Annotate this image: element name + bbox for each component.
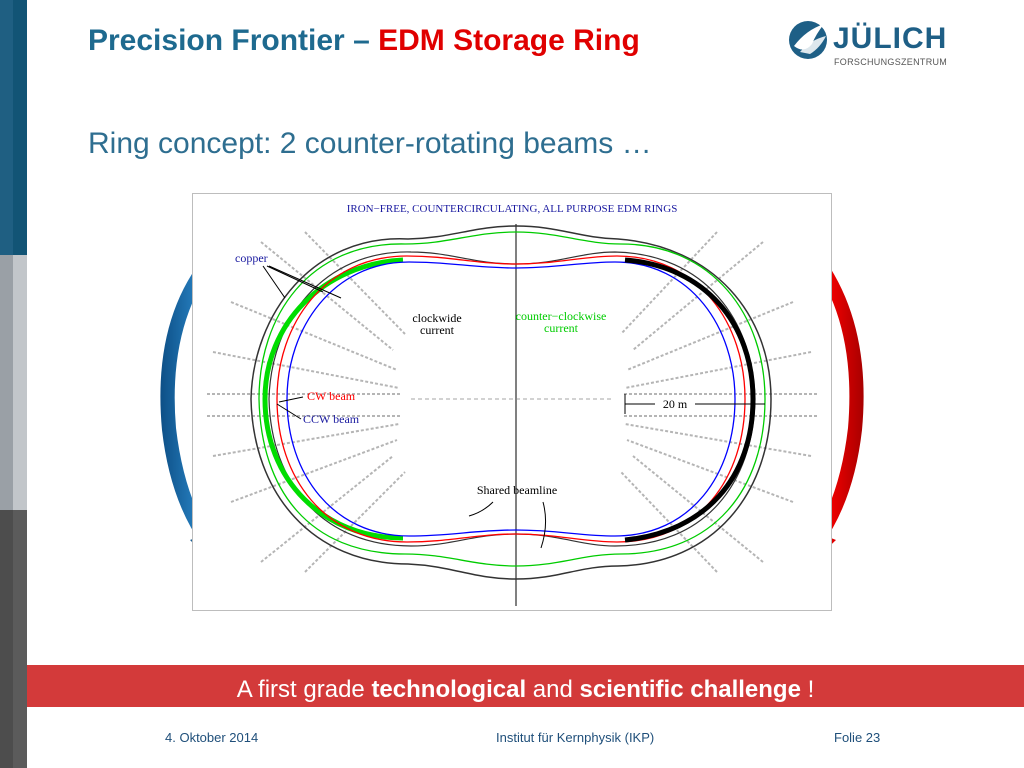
copper-pointers [262,265,342,299]
edm-ring-diagram: IRON−FREE, COUNTERCIRCULATING, ALL PURPO… [192,193,832,611]
banner-bold-technological: technological [371,676,527,703]
beam-pointers [276,396,304,420]
juelich-emblem-icon [789,21,827,59]
side-bar-middle [0,255,27,510]
label-ccw-current-2: current [544,321,579,335]
footer-slide-number: Folie 23 [834,730,881,745]
title-accent: EDM Storage Ring [378,24,640,57]
logo-wordmark: JÜLICH [833,22,948,55]
label-clockwide-2: current [420,323,455,337]
side-bar-bottom [0,510,27,768]
banner-part1: A first grade [236,676,372,703]
banner-part3: ! [800,676,815,703]
label-ccw-current-1: counter−clockwise [516,309,607,323]
label-ccw-beam: CCW beam [303,412,360,426]
page-title: Precision Frontier – EDM Storage Ring [88,24,640,58]
ccw-beam-path [286,261,736,537]
outer-ring [250,225,772,580]
footer-date: 4. Oktober 2014 [165,730,259,745]
label-shared-beamline: Shared beamline [477,483,557,497]
logo-subtitle: FORSCHUNGSZENTRUM [834,57,948,67]
title-prefix: Precision Frontier – [88,24,370,57]
shared-beamline-segment [624,257,756,543]
challenge-banner: A first grade technological and scientif… [27,665,1024,707]
label-copper: copper [235,251,268,265]
ring-schematic: IRON−FREE, COUNTERCIRCULATING, ALL PURPO… [207,203,817,606]
label-cw-beam: CW beam [307,389,356,403]
banner-part2: and [526,676,580,703]
magnet-spokes [207,231,817,573]
footer-institute: Institut für Kernphysik (IKP) [496,730,655,745]
side-bar-top [0,0,27,255]
banner-bold-scientific: scientific challenge [579,676,801,703]
shared-pointers [468,501,547,549]
inner-ring [268,251,756,547]
slide-subtitle: Ring concept: 2 counter-rotating beams … [88,127,652,160]
green-ring [258,231,766,567]
juelich-logo: JÜLICH FORSCHUNGSZENTRUM [786,14,956,74]
cw-beam-path [276,255,746,543]
diagram-heading: IRON−FREE, COUNTERCIRCULATING, ALL PURPO… [347,203,678,215]
label-dimension: 20 m [663,397,688,411]
label-clockwide-1: clockwide [412,311,461,325]
